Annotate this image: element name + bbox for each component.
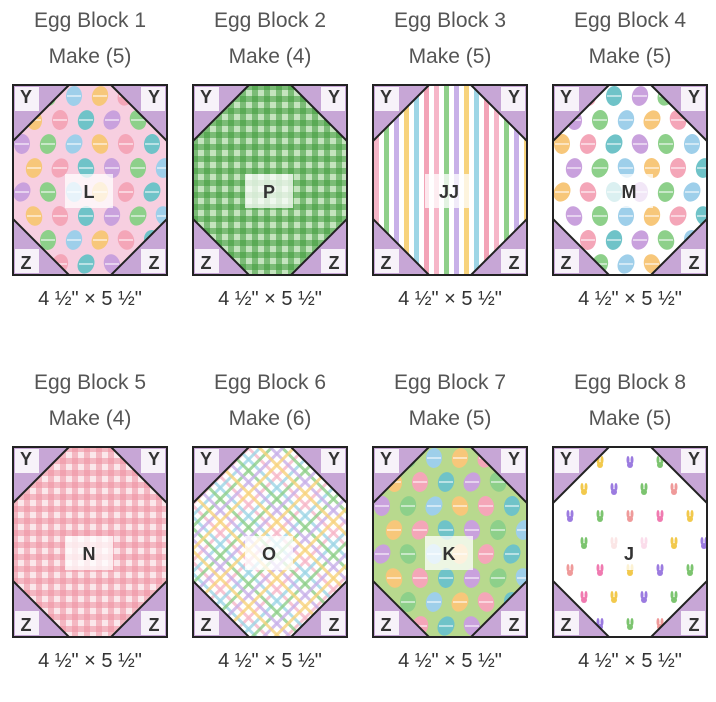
fabric-label: O (262, 544, 276, 564)
block-diagram: M Y Y Z Z (552, 84, 708, 276)
corner-label-bottom-right: Z (509, 253, 520, 273)
corner-label-top-left: Y (20, 87, 32, 107)
corner-label-top-left: Y (200, 87, 212, 107)
block-title: Egg Block 1 (12, 4, 168, 38)
corner-label-top-right: Y (328, 449, 340, 469)
block-title: Egg Block 4 (552, 4, 708, 38)
block-title: Egg Block 2 (192, 4, 348, 38)
corner-label-bottom-left: Z (21, 253, 32, 273)
block-size: 4 ½" × 5 ½" (192, 286, 348, 312)
block-diagram: L Y Y Z Z (12, 84, 168, 276)
fabric-label: J (624, 544, 634, 564)
corner-label-top-right: Y (688, 87, 700, 107)
corner-label-top-left: Y (560, 449, 572, 469)
fabric-label: K (443, 544, 456, 564)
block-title: Egg Block 7 (372, 366, 528, 400)
corner-label-bottom-left: Z (201, 615, 212, 635)
egg-block-1: Egg Block 1Make (5) L Y Y Z Z 4 ½" × 5 ½" (12, 0, 168, 340)
corner-label-top-right: Y (328, 87, 340, 107)
egg-block-4: Egg Block 4Make (5) M Y Y Z Z 4 ½" × 5 ½" (552, 0, 708, 340)
corner-label-bottom-left: Z (21, 615, 32, 635)
corner-label-top-left: Y (380, 449, 392, 469)
block-diagram: P Y Y Z Z (192, 84, 348, 276)
block-svg: L Y Y Z Z (12, 84, 168, 276)
block-size: 4 ½" × 5 ½" (12, 286, 168, 312)
block-svg: O Y Y Z Z (192, 446, 348, 638)
block-make-count: Make (5) (12, 40, 168, 74)
corner-label-top-left: Y (200, 449, 212, 469)
corner-label-top-left: Y (20, 449, 32, 469)
block-diagram: N Y Y Z Z (12, 446, 168, 638)
block-make-count: Make (5) (552, 40, 708, 74)
block-diagram: JJ Y Y Z Z (372, 84, 528, 276)
corner-label-top-right: Y (508, 449, 520, 469)
fabric-label: M (622, 182, 637, 202)
corner-label-top-right: Y (148, 87, 160, 107)
block-svg: M Y Y Z Z (552, 84, 708, 276)
block-make-count: Make (4) (192, 40, 348, 74)
corner-label-bottom-right: Z (329, 615, 340, 635)
block-make-count: Make (6) (192, 402, 348, 436)
block-svg: P Y Y Z Z (192, 84, 348, 276)
block-size: 4 ½" × 5 ½" (552, 648, 708, 674)
block-size: 4 ½" × 5 ½" (192, 648, 348, 674)
corner-label-bottom-left: Z (381, 615, 392, 635)
block-size: 4 ½" × 5 ½" (372, 286, 528, 312)
corner-label-top-left: Y (380, 87, 392, 107)
block-make-count: Make (4) (12, 402, 168, 436)
block-size: 4 ½" × 5 ½" (372, 648, 528, 674)
corner-label-bottom-right: Z (149, 615, 160, 635)
block-svg: JJ Y Y Z Z (372, 84, 528, 276)
corner-label-bottom-left: Z (561, 253, 572, 273)
fabric-label: N (83, 544, 96, 564)
corner-label-bottom-right: Z (329, 253, 340, 273)
block-diagram: J Y Y Z Z (552, 446, 708, 638)
corner-label-bottom-right: Z (509, 615, 520, 635)
block-size: 4 ½" × 5 ½" (552, 286, 708, 312)
corner-label-top-left: Y (560, 87, 572, 107)
block-make-count: Make (5) (372, 40, 528, 74)
block-make-count: Make (5) (372, 402, 528, 436)
fabric-label: P (263, 182, 275, 202)
corner-label-top-right: Y (688, 449, 700, 469)
block-title: Egg Block 5 (12, 366, 168, 400)
egg-block-6: Egg Block 6Make (6) O Y Y Z Z 4 ½" × 5 ½" (192, 362, 348, 702)
block-size: 4 ½" × 5 ½" (12, 648, 168, 674)
egg-block-5: Egg Block 5Make (4) N Y Y Z Z 4 ½" × 5 ½" (12, 362, 168, 702)
block-diagram: O Y Y Z Z (192, 446, 348, 638)
corner-label-top-right: Y (508, 87, 520, 107)
fabric-label: JJ (439, 182, 459, 202)
corner-label-bottom-left: Z (381, 253, 392, 273)
block-svg: J Y Y Z Z (552, 446, 708, 638)
corner-label-bottom-left: Z (561, 615, 572, 635)
corner-label-bottom-right: Z (149, 253, 160, 273)
fabric-label: L (84, 182, 95, 202)
block-svg: N Y Y Z Z (12, 446, 168, 638)
block-title: Egg Block 8 (552, 366, 708, 400)
corner-label-bottom-right: Z (689, 253, 700, 273)
block-title: Egg Block 6 (192, 366, 348, 400)
block-svg: K Y Y Z Z (372, 446, 528, 638)
block-diagram: K Y Y Z Z (372, 446, 528, 638)
corner-label-top-right: Y (148, 449, 160, 469)
corner-label-bottom-left: Z (201, 253, 212, 273)
block-title: Egg Block 3 (372, 4, 528, 38)
block-make-count: Make (5) (552, 402, 708, 436)
corner-label-bottom-right: Z (689, 615, 700, 635)
